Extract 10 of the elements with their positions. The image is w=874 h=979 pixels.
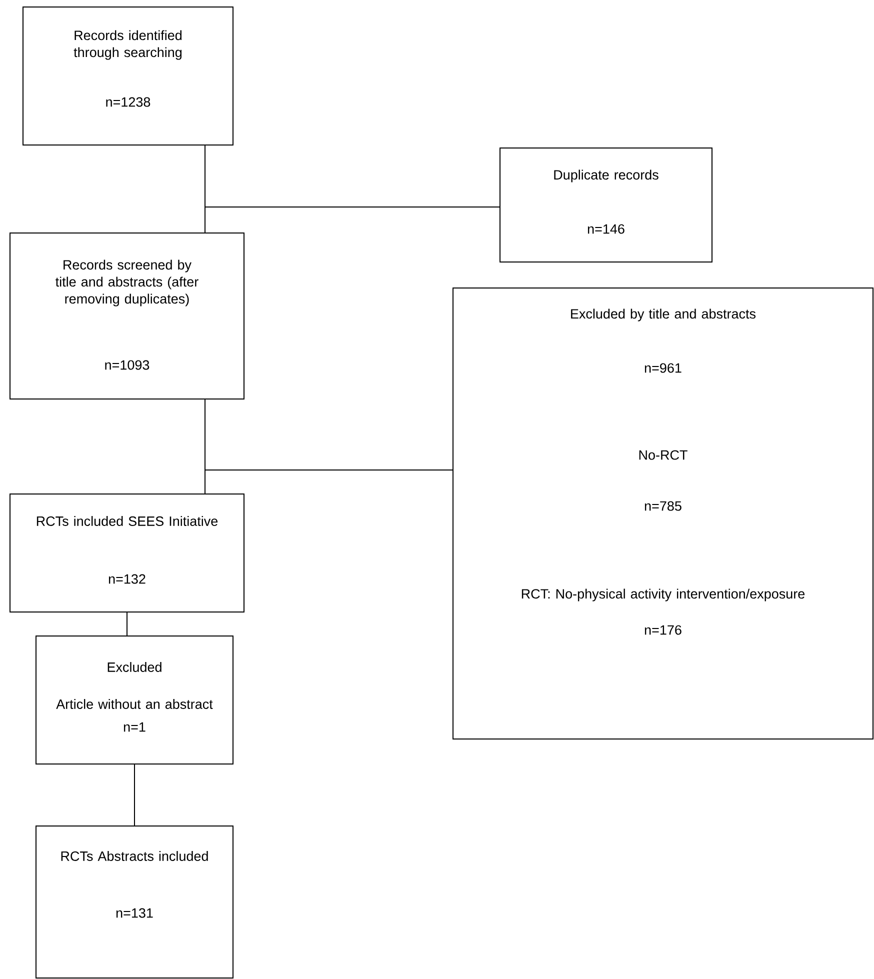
flow-box: Records identified through searching n=1238 xyxy=(22,6,234,146)
connector-line xyxy=(134,764,135,826)
flow-box: RCTs Abstracts included n=131 xyxy=(36,826,234,978)
flow-box: Excluded Article without an abstract n=1 xyxy=(36,636,234,764)
flow-box: Excluded by title and abstracts n=961 No-RCT n=785 RCT: No-physical activity intervention/exposure n=176 xyxy=(452,288,874,740)
flow-box: Duplicate records n=146 xyxy=(500,148,712,262)
connector-line xyxy=(126,612,128,636)
connector-line xyxy=(204,398,454,470)
flow-box: RCTs included SEES Initiative n=132 xyxy=(10,494,244,612)
flow-box: Records screened by title and abstracts (after removing duplicates) n=1093 xyxy=(10,232,244,400)
